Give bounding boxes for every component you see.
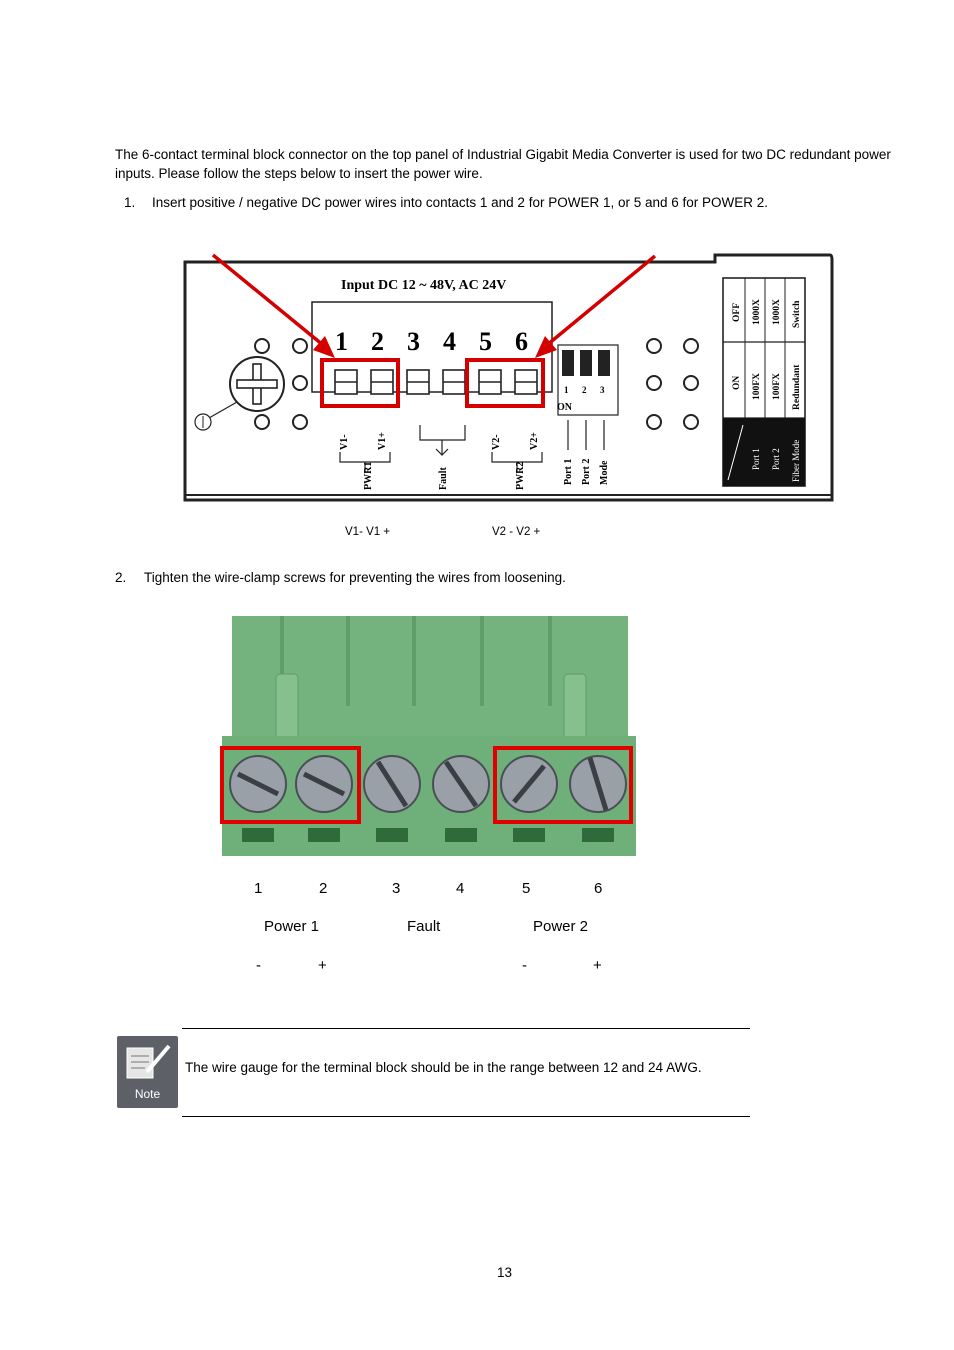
- mode-on-1: ON: [732, 376, 742, 390]
- pin-6: 6: [594, 880, 603, 897]
- dip-2: 2: [582, 385, 587, 395]
- step-1-number: 1.: [124, 195, 136, 210]
- v2-plus-label: V2+: [529, 432, 540, 450]
- mode-off-4: Switch: [792, 300, 802, 328]
- mode-fiber: Fiber Mode: [791, 440, 801, 482]
- input-label: Input DC 12 ~ 48V, AC 24V: [341, 278, 506, 293]
- page-number: 13: [497, 1265, 513, 1280]
- sign-2: +: [318, 957, 327, 974]
- v1-plus-label: V1+: [377, 432, 388, 450]
- group-power1: Power 1: [264, 918, 320, 935]
- note-text: The wire gauge for the terminal block sh…: [185, 1060, 702, 1075]
- pencil-paper-icon: [126, 1044, 171, 1079]
- pin-2: 2: [319, 880, 328, 897]
- contact-4: 4: [443, 327, 456, 356]
- mode-off-1: OFF: [732, 303, 742, 322]
- caption-v2: V2 - V2 +: [492, 526, 541, 538]
- block-power1-highlight: [220, 746, 361, 824]
- dip-port1-label: Port 1: [563, 459, 574, 485]
- note-icon: Note: [117, 1036, 178, 1108]
- mode-port1: Port 1: [751, 448, 761, 470]
- dip-mode-label: Mode: [599, 460, 610, 485]
- pwr2-label: PWR2: [515, 462, 526, 490]
- block-power2-highlight: [493, 746, 633, 824]
- pin-4: 4: [456, 880, 465, 897]
- terminal-block-image: [220, 616, 636, 856]
- v1-minus-label: V1-: [339, 434, 350, 450]
- mode-port2: Port 2: [771, 448, 781, 470]
- contact-3: 3: [407, 327, 420, 356]
- contact-1: 1: [335, 327, 348, 356]
- mode-on-3: 100FX: [772, 373, 782, 400]
- v2-minus-label: V2-: [491, 434, 502, 450]
- dip-port2-label: Port 2: [581, 459, 592, 485]
- sign-5: -: [522, 957, 527, 974]
- note-top-rule: [182, 1028, 750, 1029]
- contact-5: 5: [479, 327, 492, 356]
- note-bottom-rule: [182, 1116, 750, 1117]
- sign-6: +: [593, 957, 602, 974]
- top-panel-diagram: Input DC 12 ~ 48V, AC 24V 1 2 3 4 5 6 V1…: [183, 253, 834, 502]
- step-1-text: Insert positive / negative DC power wire…: [152, 195, 769, 210]
- fault-label: Fault: [438, 467, 449, 490]
- note-icon-label: Note: [134, 1087, 161, 1101]
- mode-on-2: 100FX: [752, 373, 762, 400]
- caption-v1: V1- V1 +: [345, 526, 391, 538]
- step-2-number: 2.: [115, 570, 127, 585]
- dip-on-label: ON: [557, 402, 573, 413]
- step-2-text: Tighten the wire-clamp screws for preven…: [144, 570, 566, 585]
- mode-off-2: 1000X: [752, 299, 762, 325]
- pin-5: 5: [522, 880, 531, 897]
- dip-3: 3: [600, 385, 605, 395]
- intro-paragraph: The 6-contact terminal block connector o…: [115, 147, 891, 181]
- group-fault: Fault: [407, 918, 441, 935]
- contact-6: 6: [515, 327, 528, 356]
- contact-2: 2: [371, 327, 384, 356]
- pin-1: 1: [254, 880, 263, 897]
- pin-3: 3: [392, 880, 401, 897]
- dip-1: 1: [564, 385, 569, 395]
- group-power2: Power 2: [533, 918, 589, 935]
- mode-off-3: 1000X: [772, 299, 782, 325]
- sign-1: -: [256, 957, 261, 974]
- power1-highlight: [320, 358, 400, 408]
- mode-on-4: Redundant: [792, 364, 802, 410]
- power2-highlight: [465, 358, 545, 408]
- pwr1-label: PWR1: [363, 462, 374, 490]
